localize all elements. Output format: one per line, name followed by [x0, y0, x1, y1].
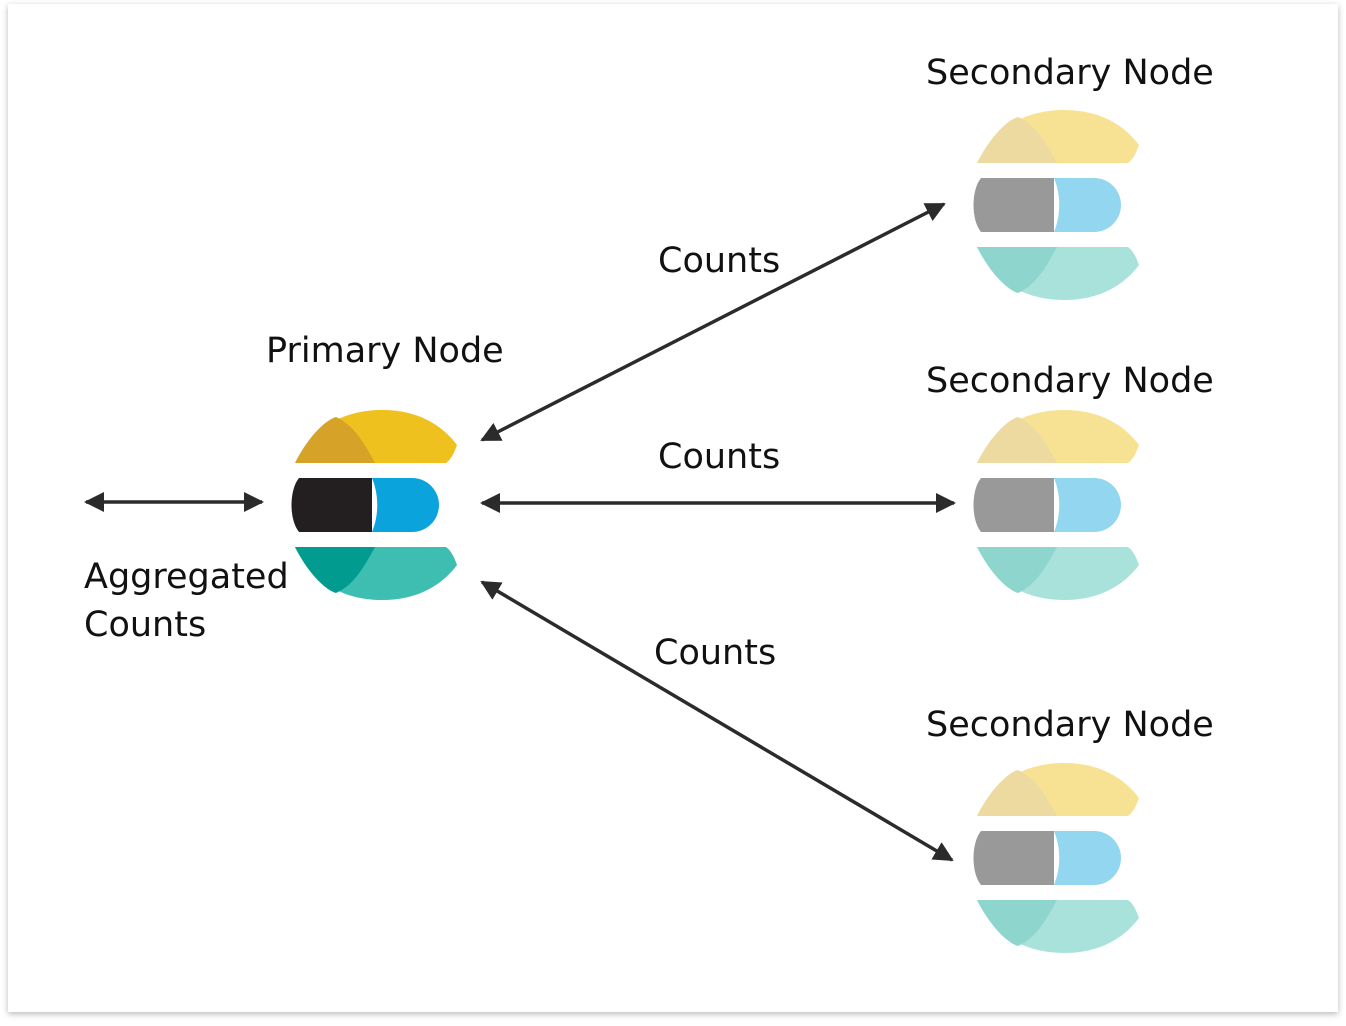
secondary-node-label-3: Secondary Node	[926, 705, 1214, 745]
counts-label-middle: Counts	[658, 437, 780, 477]
counts-arrow-top	[480, 202, 946, 442]
counts-arrow-bottom	[480, 580, 954, 862]
primary-node-label: Primary Node	[266, 331, 504, 371]
primary-node-icon	[291, 410, 457, 600]
secondary-node-icon-2	[973, 410, 1139, 600]
secondary-node-label-2: Secondary Node	[926, 361, 1214, 401]
secondary-node-icon-1	[973, 110, 1139, 300]
counts-label-bottom: Counts	[654, 633, 776, 673]
secondary-node-icon-3	[973, 763, 1139, 953]
secondary-node-label-1: Secondary Node	[926, 53, 1214, 93]
aggregated-label-line-2: Counts	[84, 605, 206, 645]
aggregated-label-line-1: Aggregated	[84, 557, 289, 597]
counts-label-top: Counts	[658, 241, 780, 281]
primary-top-petal	[295, 410, 457, 463]
primary-bottom-petal	[295, 547, 457, 600]
primary-middle-bar	[291, 478, 439, 532]
